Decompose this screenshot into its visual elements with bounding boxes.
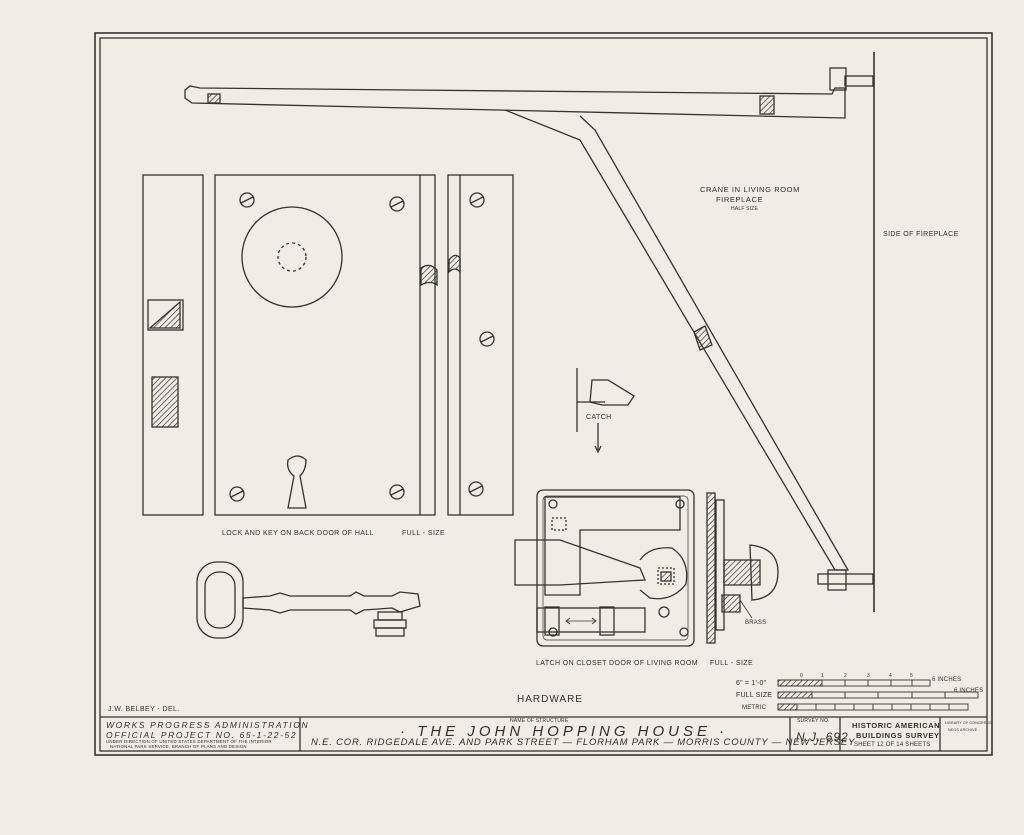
scale-row1-label: 6" = 1'-0" — [736, 680, 767, 687]
scale-tick: 2 — [844, 673, 847, 679]
agency-line-3: UNDER DIRECTION OF UNITED STATES DEPARTM… — [106, 739, 272, 744]
agency-line-2: OFFICIAL PROJECT No. 65-1-22-52 — [106, 730, 298, 740]
haer-line-2: BUILDINGS SURVEY — [856, 731, 940, 740]
graphic-scale — [777, 679, 979, 711]
scale-tick: 5 — [910, 673, 913, 679]
crane-label-2: FIREPLACE — [716, 195, 764, 204]
catch-detail — [576, 368, 635, 454]
crane-scale: HALF SIZE — [731, 206, 759, 212]
scale-tick: 1 — [821, 673, 824, 679]
survey-number: N.J. 692 — [796, 730, 849, 744]
scale-row1-unit: 6 INCHES — [932, 677, 962, 683]
outer-border — [94, 32, 993, 756]
crane-label: CRANE IN LIVING ROOM — [700, 185, 800, 194]
latch-scale: FULL - SIZE — [710, 660, 754, 667]
latch-drawing — [514, 489, 779, 647]
scale-tick: 0 — [800, 673, 803, 679]
catch-label: CATCH — [586, 414, 612, 421]
haer-line-1: HISTORIC AMERICAN — [852, 721, 941, 730]
key-drawing — [196, 561, 421, 639]
structure-name: · THE JOHN HOPPING HOUSE · — [400, 723, 729, 740]
delineator: J.W. BELBEY - DEL. — [108, 706, 180, 713]
sheet-heading: HARDWARE — [517, 694, 583, 705]
library-line-1: LIBRARY OF CONGRESS — [945, 721, 992, 725]
latch-label: LATCH ON CLOSET DOOR OF LIVING ROOM — [536, 660, 698, 667]
agency-line-1: WORKS PROGRESS ADMINISTRATION — [106, 720, 310, 730]
brass-label: BRASS — [745, 620, 767, 626]
agency-line-4: NATIONAL PARK SERVICE, BRANCH OF PLANS A… — [110, 744, 247, 749]
lock-body-view — [214, 174, 438, 516]
lock-label: LOCK AND KEY ON BACK DOOR OF HALL — [222, 530, 374, 537]
survey-caption: SURVEY NO. — [797, 718, 830, 724]
name-caption: NAME OF STRUCTURE — [510, 718, 569, 724]
scale-tick: 4 — [889, 673, 892, 679]
scale-row2-label: FULL SIZE — [736, 692, 773, 699]
sheet-of: SHEET 12 OF 14 SHEETS — [854, 742, 931, 748]
location: N.E. COR. RIDGEDALE AVE. AND PARK STREET… — [311, 737, 856, 748]
library-line-2: NEGS ARCHIVE — [948, 728, 978, 732]
lock-edge-view — [142, 174, 204, 516]
scale-row3-label: METRIC — [742, 705, 767, 711]
lock-scale: FULL - SIZE — [402, 530, 446, 537]
inner-border — [99, 37, 988, 752]
crane-drawing — [184, 52, 875, 612]
lock-keeper-view — [447, 174, 514, 516]
fireplace-side-label: SIDE OF FIREPLACE — [883, 231, 959, 238]
scale-tick: 3 — [867, 673, 870, 679]
scale-row2-unit: 6 INCHES — [954, 688, 984, 694]
